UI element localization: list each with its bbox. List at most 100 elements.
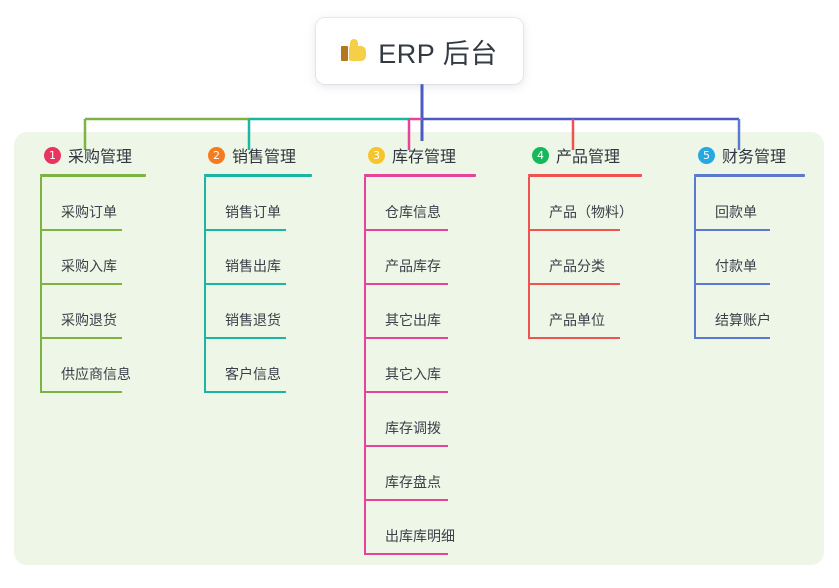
branch-header-5[interactable]: 5 财务管理 [694,142,805,168]
item-label: 库存盘点 [385,474,441,490]
item-rule [528,283,620,285]
item-stem [364,501,366,555]
root-node-label: ERP 后台 [378,38,498,69]
branch-number-badge: 3 [368,146,385,164]
item-label: 采购订单 [61,204,117,220]
branch-number-badge: 2 [208,146,225,164]
item-label: 产品库存 [385,258,441,274]
branch-column-库存管理: 3 库存管理仓库信息产品库存其它出库其它入库库存调拨库存盘点出库库明细 [364,142,476,555]
item-label: 回款单 [715,204,757,220]
branch-item[interactable]: 客户信息 [204,339,312,393]
branch-title: 财务管理 [722,149,787,166]
branch-item[interactable]: 库存调拨 [364,393,476,447]
item-stem [204,339,206,393]
branch-item[interactable]: 付款单 [694,231,805,285]
item-stem [364,447,366,501]
branch-item[interactable]: 产品单位 [528,285,642,339]
branch-item[interactable]: 其它出库 [364,285,476,339]
item-stem [40,339,42,393]
item-rule [364,391,448,393]
item-rule [204,391,286,393]
item-rule [528,229,620,231]
branch-header-rule [364,174,476,177]
item-rule [364,553,448,555]
branch-item[interactable]: 采购订单 [40,177,146,231]
item-label: 其它出库 [385,312,441,328]
branch-item[interactable]: 其它入库 [364,339,476,393]
branch-header-rule [528,174,642,177]
branch-item-list: 回款单付款单结算账户 [694,177,805,339]
branch-item[interactable]: 仓库信息 [364,177,476,231]
item-rule [364,337,448,339]
branch-item[interactable]: 销售退货 [204,285,312,339]
item-label: 库存调拨 [385,420,441,436]
root-node[interactable]: ERP 后台 [316,18,523,84]
item-stem [364,393,366,447]
branch-title: 采购管理 [68,149,133,166]
item-label: 采购入库 [61,258,117,274]
branch-item[interactable]: 库存盘点 [364,447,476,501]
item-rule [40,283,122,285]
item-rule [364,445,448,447]
item-stem [364,177,366,231]
branch-header-rule [204,174,312,177]
branch-item-list: 销售订单销售出库销售退货客户信息 [204,177,312,393]
item-stem [528,285,530,339]
item-rule [40,391,122,393]
item-rule [40,337,122,339]
thumbs-up-icon [341,38,367,67]
branch-header-1[interactable]: 1 采购管理 [40,142,146,168]
item-rule [204,337,286,339]
branch-header-rule [694,174,805,177]
item-rule [364,229,448,231]
branch-item[interactable]: 回款单 [694,177,805,231]
item-label: 客户信息 [225,366,281,382]
branch-item[interactable]: 出库库明细 [364,501,476,555]
item-stem [364,285,366,339]
branch-number-badge: 1 [44,146,61,164]
branch-column-财务管理: 5 财务管理回款单付款单结算账户 [694,142,805,339]
item-rule [204,283,286,285]
item-stem [40,231,42,285]
branch-item[interactable]: 结算账户 [694,285,805,339]
item-stem [694,285,696,339]
branch-item[interactable]: 产品分类 [528,231,642,285]
branch-column-采购管理: 1 采购管理采购订单采购入库采购退货供应商信息 [40,142,146,393]
item-stem [364,231,366,285]
branch-number-badge: 5 [698,146,715,164]
item-label: 产品（物料） [549,204,633,220]
item-stem [364,339,366,393]
item-label: 其它入库 [385,366,441,382]
item-stem [204,285,206,339]
branch-header-3[interactable]: 3 库存管理 [364,142,476,168]
item-stem [528,177,530,231]
branch-item[interactable]: 产品（物料） [528,177,642,231]
item-label: 销售出库 [225,258,281,274]
branch-header-rule [40,174,146,177]
branch-item[interactable]: 供应商信息 [40,339,146,393]
item-label: 销售退货 [225,312,281,328]
item-rule [694,283,770,285]
branch-title: 产品管理 [556,149,621,166]
branch-title: 库存管理 [392,149,457,166]
item-rule [694,337,770,339]
item-rule [40,229,122,231]
item-label: 付款单 [715,258,757,274]
item-stem [694,177,696,231]
item-rule [694,229,770,231]
branch-item-list: 仓库信息产品库存其它出库其它入库库存调拨库存盘点出库库明细 [364,177,476,555]
branch-item[interactable]: 销售订单 [204,177,312,231]
branch-item[interactable]: 销售出库 [204,231,312,285]
branch-item[interactable]: 采购退货 [40,285,146,339]
branch-item[interactable]: 采购入库 [40,231,146,285]
branches-panel [14,132,824,565]
item-stem [204,231,206,285]
item-rule [204,229,286,231]
item-stem [528,231,530,285]
branch-item[interactable]: 产品库存 [364,231,476,285]
